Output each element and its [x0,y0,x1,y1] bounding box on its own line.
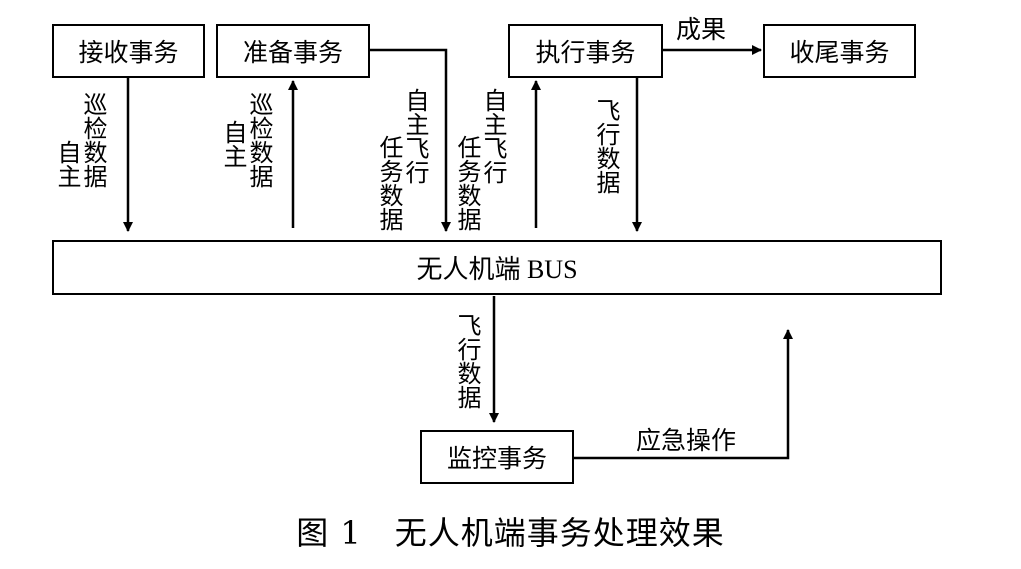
execute-task-label-line2: 任务数据 [453,135,481,231]
arrow-monitor-emergency [574,329,793,460]
monitor-task-box: 监控事务 [420,430,574,484]
prepare-task-label-line2: 任务数据 [375,135,403,231]
receive-patrol-label-line1: 自主 [53,140,81,188]
bus-box: 无人机端 BUS [52,240,942,295]
finish-task-box: 收尾事务 [763,24,916,78]
receive-task-box: 接收事务 [52,24,205,78]
result-label: 成果 [676,15,727,44]
execute-task-box: 执行事务 [508,24,663,78]
prepare-task-box: 准备事务 [216,24,370,78]
prepare-patrol-label-line2: 巡检数据 [245,92,273,188]
prepare-patrol-label-line1: 自主 [219,120,247,168]
prepare-task-label-line1: 自主飞行 [401,88,429,184]
arrow-prepare-to-bus [369,48,451,232]
receive-patrol-label-line2: 巡检数据 [79,92,107,188]
figure-caption: 图 1 无人机端事务处理效果 [296,514,725,552]
execute-task-label-line1: 自主飞行 [479,88,507,184]
execute-flight-label: 飞行数据 [592,98,620,194]
bus-flight-label: 飞行数据 [453,313,481,409]
emergency-label: 应急操作 [636,426,737,455]
